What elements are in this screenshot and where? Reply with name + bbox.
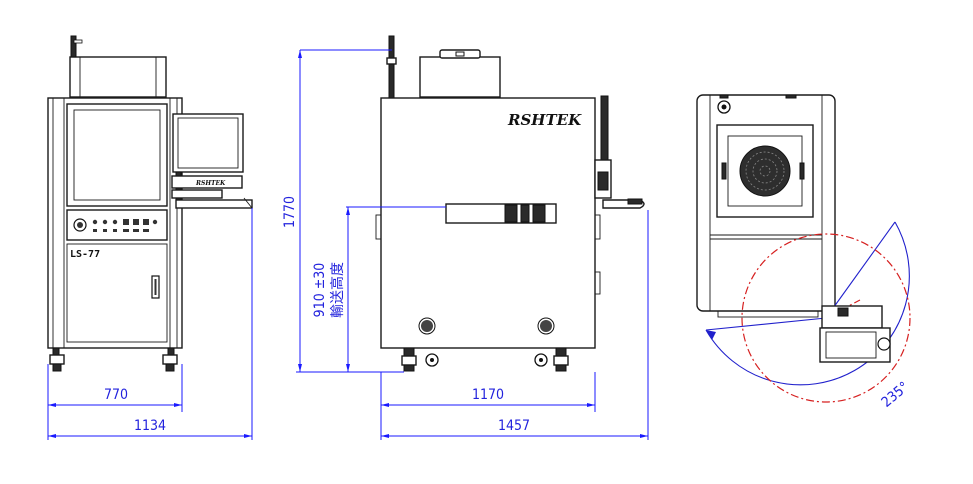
dim-side-910: 910 ±30 [312,263,328,318]
rotation-angle-label: 235° [879,379,913,411]
front-top-box [69,56,167,98]
dim-front-770: 770 [104,387,128,403]
dim-front-1134: 1134 [134,418,166,434]
vent-icon [418,317,555,335]
dim-side-1170: 1170 [472,387,504,403]
front-lower-door [66,243,168,343]
top-view: 235° [696,94,913,411]
rotation-arc [705,221,910,386]
monitor-logo: RSHTEK [195,180,226,187]
swing-radius-circle [741,233,911,403]
front-keyboard-tray [175,199,253,209]
side-antenna [388,35,395,99]
side-brand-logo: RSHTEK [507,111,582,129]
front-monitor [172,113,244,173]
front-window [66,103,168,207]
front-view: LS-77 RSHTEK 770 1134 [47,35,253,440]
dim-side-1457: 1457 [498,418,530,434]
side-view: RSHTEK [282,35,649,440]
front-antenna [70,35,77,58]
front-model-label: LS-77 [70,249,100,260]
front-control-panel [66,209,168,241]
dim-side-conveyor-label: 輸送高度 [329,262,346,318]
fan-icon [739,145,791,197]
dim-side-1770: 1770 [282,196,298,228]
